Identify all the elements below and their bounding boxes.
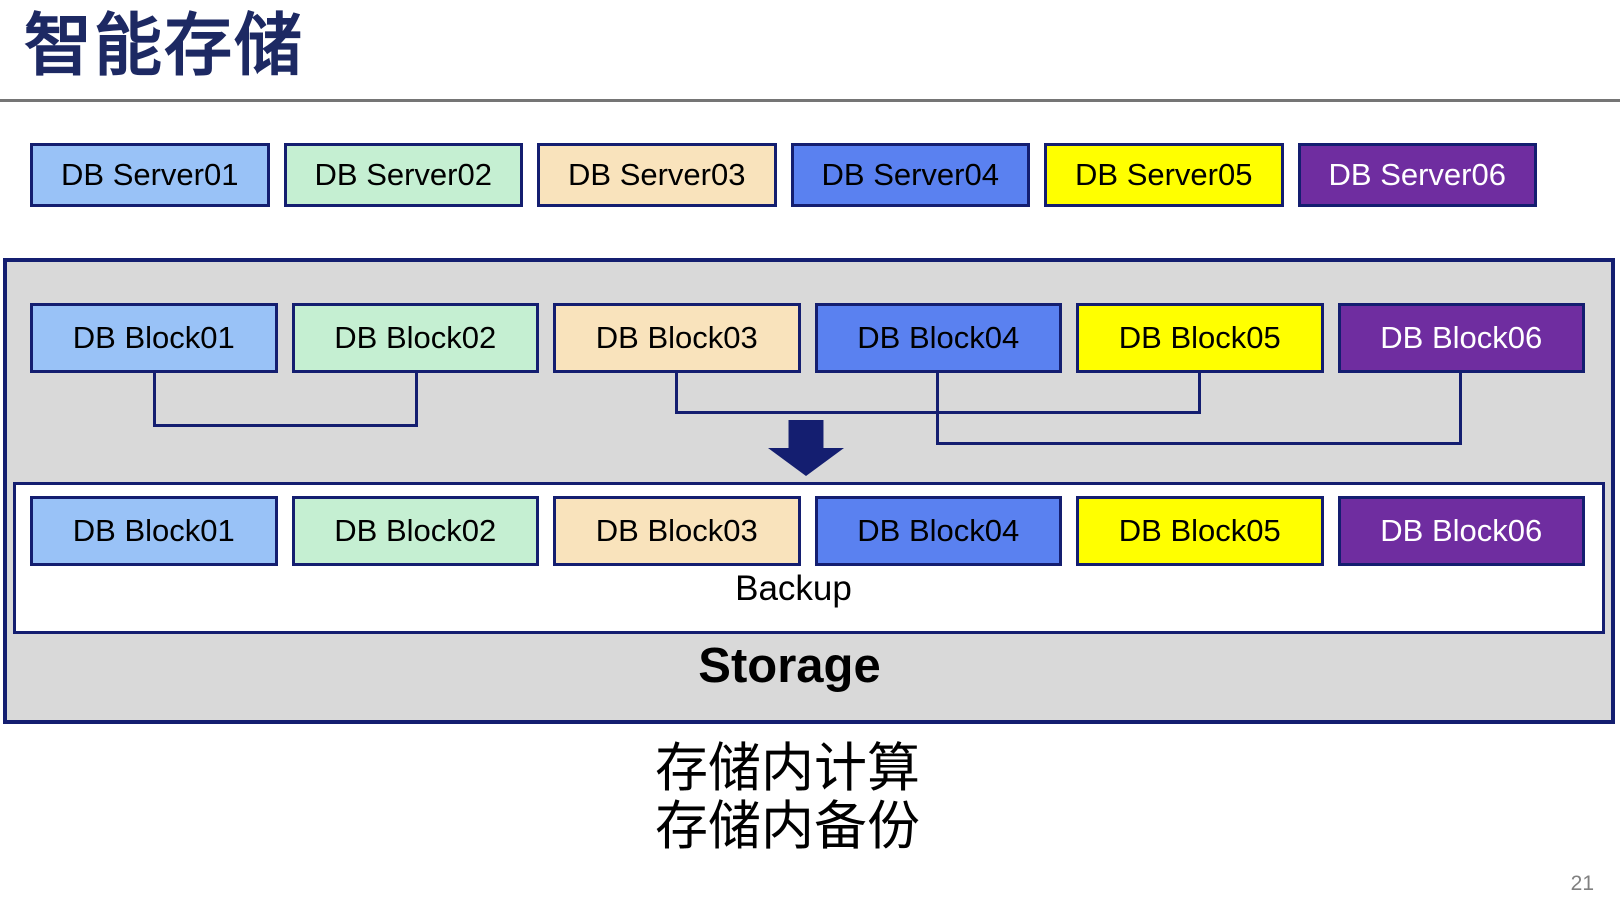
- db-server-box-06: DB Server06: [1297, 143, 1537, 207]
- page-number: 21: [1570, 872, 1594, 895]
- db-server-box-05: DB Server05: [1044, 143, 1284, 207]
- page-title: 智能存储: [24, 8, 305, 84]
- db-block-bottom-06: DB Block06: [1337, 496, 1585, 566]
- caption-line-1: 存储内计算: [655, 739, 920, 798]
- connector-line-03-05: [675, 373, 678, 414]
- db-block-top-06: DB Block06: [1337, 303, 1585, 373]
- connector-line-04-06: [1459, 373, 1462, 445]
- down-arrow-icon: [768, 420, 844, 476]
- db-block-bottom-02: DB Block02: [291, 496, 539, 566]
- db-server-box-04: DB Server04: [790, 143, 1030, 207]
- caption-block: 存储内计算 存储内备份: [0, 739, 1575, 857]
- db-block-row-bottom: DB Block01 DB Block02 DB Block03 DB Bloc…: [30, 496, 1585, 566]
- db-block-top-04: DB Block04: [814, 303, 1062, 373]
- connector-line-04-06: [936, 442, 1462, 445]
- connector-line-01-02: [153, 424, 418, 427]
- db-block-row-top: DB Block01 DB Block02 DB Block03 DB Bloc…: [30, 303, 1585, 373]
- db-block-bottom-05: DB Block05: [1076, 496, 1324, 566]
- caption-line-2: 存储内备份: [655, 797, 920, 857]
- backup-label: Backup: [735, 569, 852, 608]
- storage-container: DB Block01 DB Block02 DB Block03 DB Bloc…: [3, 258, 1615, 724]
- connector-line-04-06: [936, 373, 939, 445]
- db-server-box-03: DB Server03: [537, 143, 777, 207]
- db-server-row: DB Server01 DB Server02 DB Server03 DB S…: [30, 143, 1537, 207]
- db-block-bottom-04: DB Block04: [814, 496, 1062, 566]
- backup-box: DB Block01 DB Block02 DB Block03 DB Bloc…: [13, 482, 1605, 634]
- db-block-top-05: DB Block05: [1076, 303, 1324, 373]
- storage-label: Storage: [698, 639, 881, 693]
- db-block-top-01: DB Block01: [30, 303, 278, 373]
- db-server-box-01: DB Server01: [30, 143, 270, 207]
- db-block-bottom-03: DB Block03: [553, 496, 801, 566]
- connector-line-03-05: [1198, 373, 1201, 414]
- connector-line-01-02: [415, 373, 418, 427]
- db-block-top-03: DB Block03: [553, 303, 801, 373]
- db-block-top-02: DB Block02: [291, 303, 539, 373]
- db-block-bottom-01: DB Block01: [30, 496, 278, 566]
- db-server-box-02: DB Server02: [283, 143, 523, 207]
- connector-line-01-02: [153, 373, 156, 427]
- title-divider: [0, 99, 1620, 102]
